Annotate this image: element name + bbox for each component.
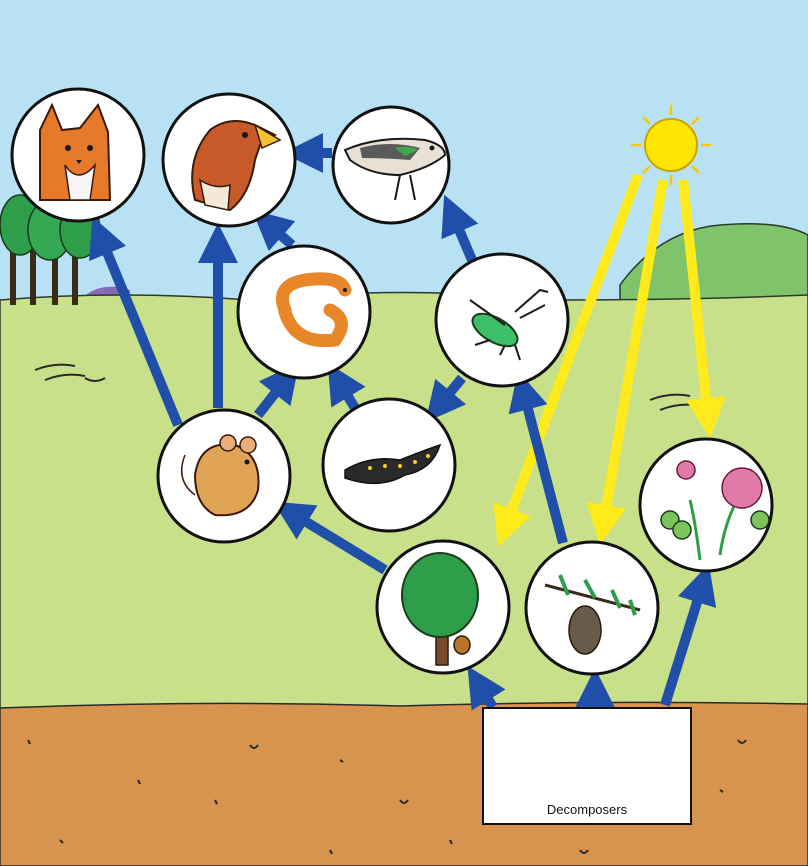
decomposers-box: Decomposers <box>482 707 692 825</box>
fox-node <box>12 89 144 221</box>
tree-node <box>377 541 509 673</box>
pine-node <box>526 542 658 674</box>
snake-node <box>238 246 370 378</box>
decomposers-label: Decomposers <box>484 802 690 817</box>
clover-node <box>640 439 772 571</box>
beetle-node <box>436 254 568 386</box>
salamander-node <box>323 399 455 531</box>
mouse-node <box>158 410 290 542</box>
songbird-node <box>333 107 449 223</box>
hawk-node <box>163 94 295 226</box>
